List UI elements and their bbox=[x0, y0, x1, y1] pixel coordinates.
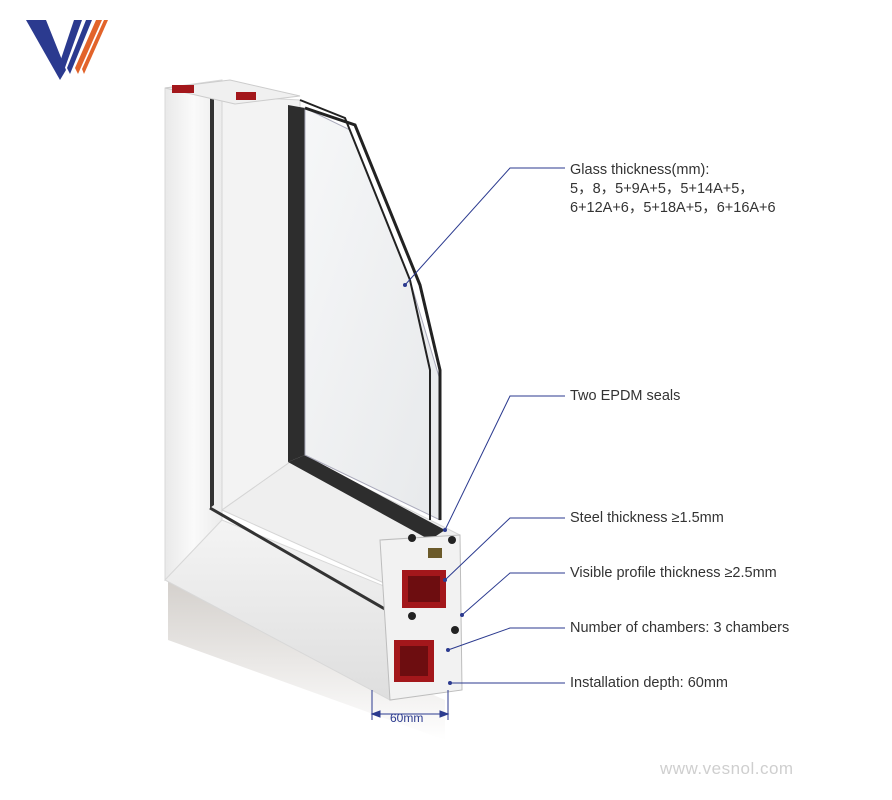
installation-depth-callout: Installation depth: 60mm bbox=[570, 675, 728, 691]
glass-thickness-callout: Glass thickness(mm): 5，8，5+9A+5，5+14A+5，… bbox=[570, 161, 776, 218]
profile-thickness-callout: Visible profile thickness ≥2.5mm bbox=[570, 565, 777, 581]
dimension-label: 60mm bbox=[390, 711, 424, 725]
seals-callout: Two EPDM seals bbox=[570, 388, 681, 404]
steel-thickness-callout: Steel thickness ≥1.5mm bbox=[570, 510, 724, 526]
brand-v-logo-icon bbox=[26, 20, 108, 80]
website-watermark: www.vesnol.com bbox=[660, 759, 794, 778]
glass-thickness-line-2: 6+12A+6，5+18A+5，6+16A+6 bbox=[570, 200, 776, 216]
callout-leader-lines bbox=[404, 167, 565, 684]
glass-thickness-line-1: 5，8，5+9A+5，5+14A+5， bbox=[570, 181, 754, 197]
glass-thickness-heading: Glass thickness(mm): bbox=[570, 162, 710, 178]
depth-dimension bbox=[370, 690, 450, 720]
chambers-callout: Number of chambers: 3 chambers bbox=[570, 620, 790, 636]
